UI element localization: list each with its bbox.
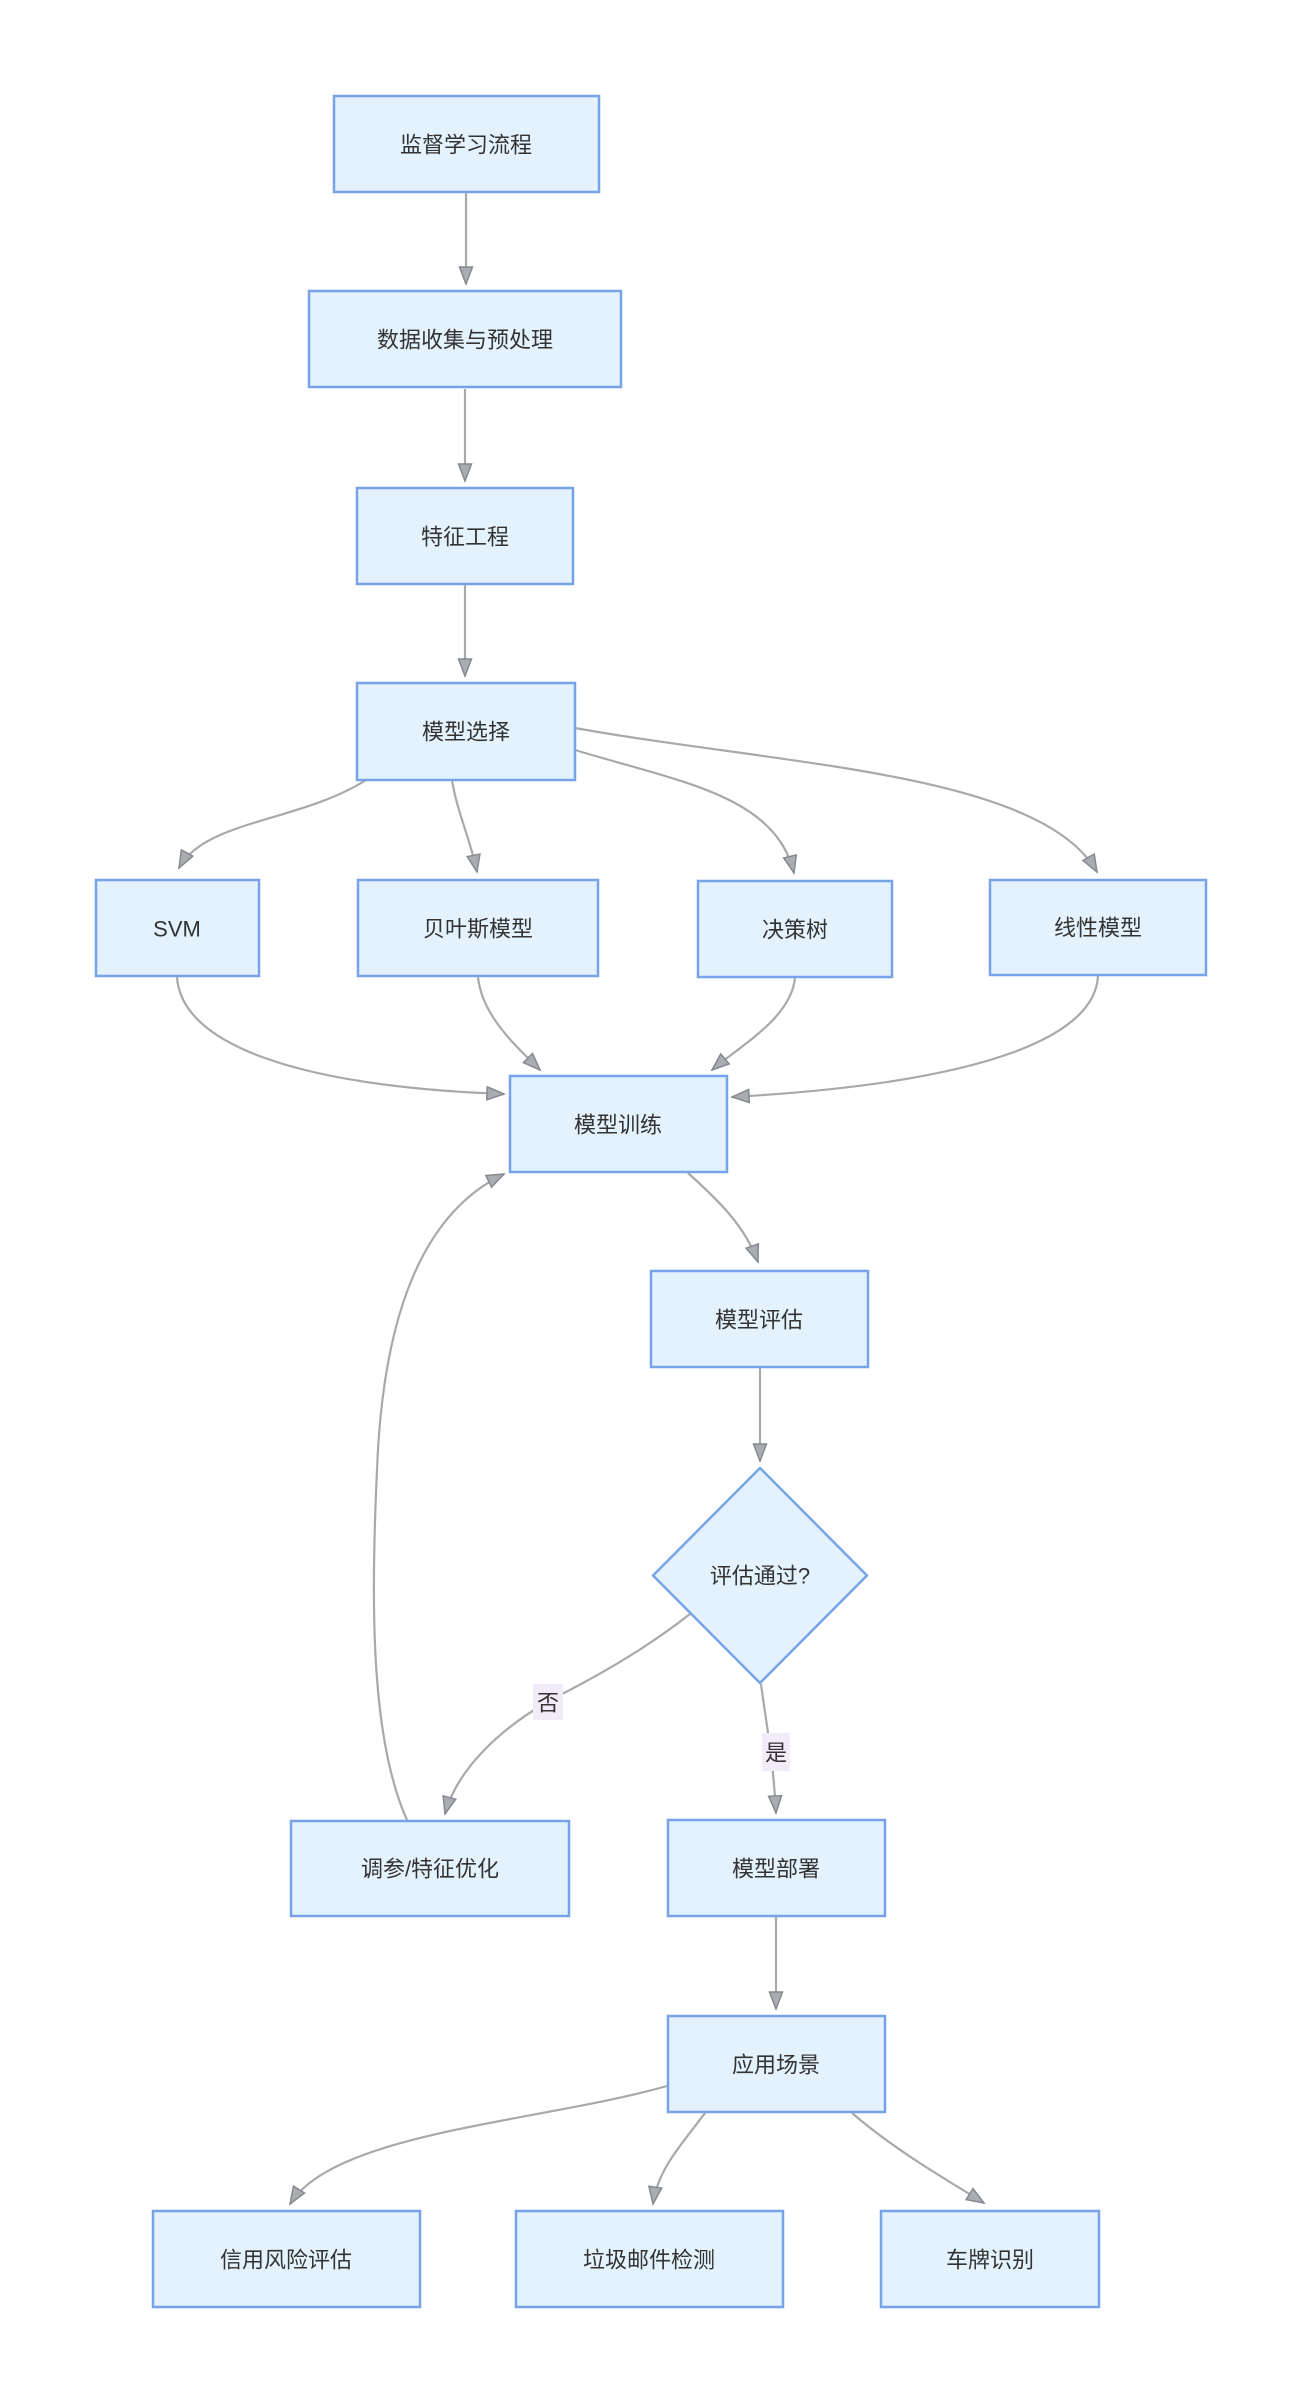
node-application-scenarios-label: 应用场景 (732, 2053, 820, 2078)
node-license-plate-recognition-box (879, 2209, 1101, 2309)
node-feature-engineering: 特征工程 (355, 486, 575, 586)
node-tuning-feature-optimization-box (289, 1819, 571, 1918)
edge-label-no-text: 否 (537, 1691, 559, 1716)
node-spam-detection: 垃圾邮件检测 (514, 2209, 785, 2309)
node-supervised-learning-process-box (332, 94, 601, 194)
node-svm-box (94, 878, 261, 978)
edge-applications-to-license-plate (851, 2112, 984, 2203)
node-bayes-model-box (356, 878, 600, 978)
decision-evaluation-passed-shape (651, 1466, 869, 1685)
edge-label-yes-text: 是 (765, 1741, 787, 1766)
node-model-evaluation-box (649, 1269, 870, 1369)
edge-decision-no-to-tuning (445, 1613, 691, 1814)
decision-evaluation-passed: 评估通过? (651, 1466, 869, 1685)
node-bayes-model-label: 贝叶斯模型 (423, 917, 533, 942)
node-decision-tree-box (696, 879, 894, 979)
edge-label-yes-bg (762, 1733, 790, 1771)
edge-label-no-bg (533, 1684, 563, 1720)
node-decision-tree-label: 决策树 (762, 918, 828, 943)
node-model-training-box (508, 1074, 729, 1174)
edge-model-selection-to-decision-tree (574, 748, 794, 873)
node-application-scenarios: 应用场景 (666, 2014, 887, 2114)
edge-svm-to-model-training (175, 976, 504, 1094)
node-model-deployment-label: 模型部署 (732, 1857, 820, 1882)
node-decision-tree: 决策树 (696, 879, 894, 979)
node-linear-model-label: 线性模型 (1054, 916, 1142, 941)
node-spam-detection-label: 垃圾邮件检测 (583, 2248, 715, 2273)
node-supervised-learning-process-label: 监督学习流程 (400, 133, 532, 158)
node-credit-risk-assessment-label: 信用风险评估 (220, 2248, 352, 2273)
node-bayes-model: 贝叶斯模型 (356, 878, 600, 978)
node-license-plate-recognition-label: 车牌识别 (946, 2248, 1034, 2273)
edge-decision-tree-to-model-training (712, 977, 797, 1070)
node-model-training: 模型训练 (508, 1074, 729, 1174)
node-spam-detection-box (514, 2209, 785, 2309)
node-model-training-label: 模型训练 (574, 1113, 662, 1138)
edge-model-training-to-model-evaluation (687, 1172, 758, 1262)
node-linear-model-box (988, 878, 1208, 977)
node-svm: SVM (94, 878, 261, 978)
edge-label-yes: 是 (762, 1733, 790, 1771)
node-feature-engineering-box (355, 486, 575, 586)
node-model-deployment: 模型部署 (666, 1818, 887, 1918)
node-data-collection-preprocessing-label: 数据收集与预处理 (377, 328, 553, 353)
node-tuning-feature-optimization: 调参/特征优化 (289, 1819, 571, 1918)
node-svm-label: SVM (153, 917, 201, 942)
node-tuning-feature-optimization-label: 调参/特征优化 (361, 1857, 499, 1882)
node-model-selection-label: 模型选择 (422, 720, 510, 745)
edge-model-selection-to-bayes (450, 779, 477, 872)
edge-model-selection-to-svm (179, 779, 367, 868)
node-data-collection-preprocessing: 数据收集与预处理 (307, 289, 623, 389)
node-model-evaluation-label: 模型评估 (715, 1308, 803, 1333)
node-license-plate-recognition: 车牌识别 (879, 2209, 1101, 2309)
node-linear-model: 线性模型 (988, 878, 1208, 977)
node-credit-risk-assessment-box (151, 2209, 422, 2309)
node-model-selection-box (355, 681, 577, 782)
edge-bayes-to-model-training (476, 976, 540, 1070)
edge-model-selection-to-linear-model (574, 726, 1097, 872)
node-feature-engineering-label: 特征工程 (421, 525, 509, 550)
edge-tuning-back-to-model-training (372, 1173, 504, 1821)
node-model-deployment-box (666, 1818, 887, 1918)
edge-applications-to-credit-risk (290, 2084, 668, 2204)
node-credit-risk-assessment: 信用风险评估 (151, 2209, 422, 2309)
edge-applications-to-spam-detection (653, 2112, 706, 2204)
node-application-scenarios-box (666, 2014, 887, 2114)
node-model-evaluation: 模型评估 (649, 1269, 870, 1369)
node-supervised-learning-process: 监督学习流程 (332, 94, 601, 194)
edge-label-no: 否 (533, 1684, 563, 1720)
node-data-collection-preprocessing-box (307, 289, 623, 389)
node-model-selection: 模型选择 (355, 681, 577, 782)
decision-evaluation-passed-label: 评估通过? (710, 1564, 810, 1589)
edge-linear-model-to-model-training (732, 975, 1100, 1097)
